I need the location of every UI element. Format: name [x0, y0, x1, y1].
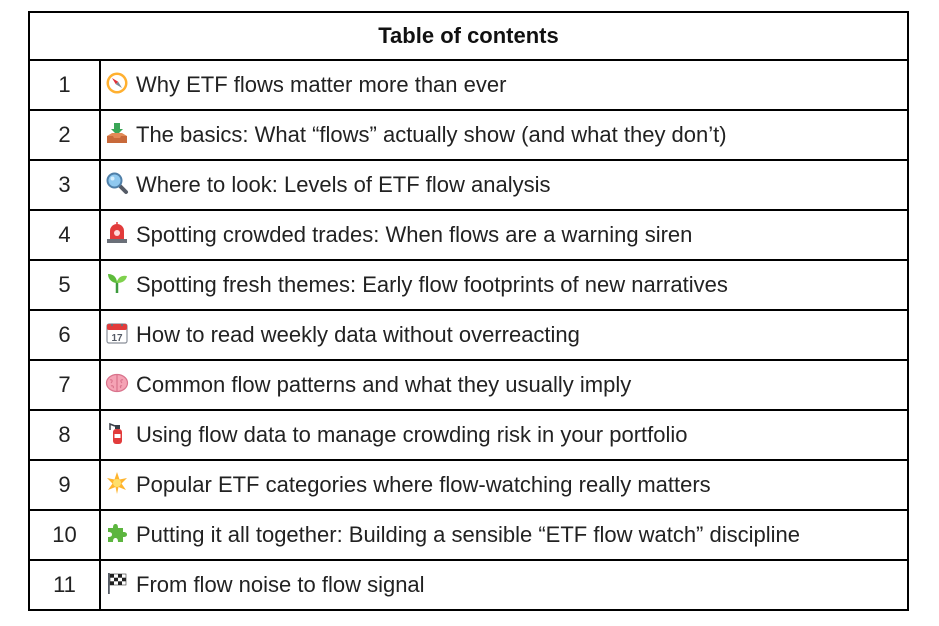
- table-row: 1 Why ETF flows matter more than ever: [28, 59, 909, 111]
- row-title: Popular ETF categories where flow-watchi…: [136, 472, 711, 498]
- brain-icon: [105, 371, 129, 395]
- row-title-cell: From flow noise to flow signal: [99, 559, 909, 611]
- table-title: Table of contents: [28, 11, 909, 61]
- table-row: 2 The basics: What “flows” actually show…: [28, 109, 909, 161]
- inbox-tray-icon: [105, 121, 129, 145]
- calendar-icon: 17: [105, 321, 129, 345]
- glowing-star-icon: [105, 471, 129, 495]
- table-header-row: Table of contents: [28, 11, 909, 61]
- row-title-cell: Spotting fresh themes: Early flow footpr…: [99, 259, 909, 311]
- row-number: 6: [28, 309, 101, 361]
- row-number: 7: [28, 359, 101, 411]
- puzzle-piece-icon: [105, 521, 129, 545]
- compass-icon: [105, 71, 129, 95]
- fire-extinguisher-icon: [105, 421, 129, 445]
- seedling-icon: [105, 271, 129, 295]
- row-title: The basics: What “flows” actually show (…: [136, 122, 727, 148]
- row-title-cell: Putting it all together: Building a sens…: [99, 509, 909, 561]
- row-title-cell: Using flow data to manage crowding risk …: [99, 409, 909, 461]
- row-title: Why ETF flows matter more than ever: [136, 72, 507, 98]
- row-title: Putting it all together: Building a sens…: [136, 522, 800, 548]
- table-of-contents: Table of contents 1 Why ETF flows matter…: [28, 11, 909, 611]
- row-number: 3: [28, 159, 101, 211]
- row-title-cell: 17 How to read weekly data without overr…: [99, 309, 909, 361]
- row-title: Spotting crowded trades: When flows are …: [136, 222, 693, 248]
- table-row: 10 Putting it all together: Building a s…: [28, 509, 909, 561]
- calendar-day: 17: [111, 333, 123, 344]
- row-title-cell: Popular ETF categories where flow-watchi…: [99, 459, 909, 511]
- row-number: 5: [28, 259, 101, 311]
- checkered-flag-icon: [105, 571, 129, 595]
- table-row: 6 17 How to read weekly data without ove…: [28, 309, 909, 361]
- row-title-cell: Spotting crowded trades: When flows are …: [99, 209, 909, 261]
- row-title: Spotting fresh themes: Early flow footpr…: [136, 272, 728, 298]
- row-number: 8: [28, 409, 101, 461]
- table-row: 4 Spotting crowded trades: When flows ar…: [28, 209, 909, 261]
- row-title-cell: Where to look: Levels of ETF flow analys…: [99, 159, 909, 211]
- magnifying-glass-icon: [105, 171, 129, 195]
- row-number: 1: [28, 59, 101, 111]
- row-number: 4: [28, 209, 101, 261]
- row-number: 11: [28, 559, 101, 611]
- row-title-cell: Common flow patterns and what they usual…: [99, 359, 909, 411]
- table-row: 11 From flow noise to flow signal: [28, 559, 909, 611]
- police-siren-icon: [105, 221, 129, 245]
- table-row: 7 Common flow patterns and what they usu…: [28, 359, 909, 411]
- table-row: 5 Spotting fresh themes: Early flow foot…: [28, 259, 909, 311]
- table-row: 9 Popular ETF categories where flow-watc…: [28, 459, 909, 511]
- row-title-cell: The basics: What “flows” actually show (…: [99, 109, 909, 161]
- row-title: How to read weekly data without overreac…: [136, 322, 580, 348]
- row-number: 9: [28, 459, 101, 511]
- row-title: From flow noise to flow signal: [136, 572, 425, 598]
- table-row: 3 Where to look: Levels of ETF flow anal…: [28, 159, 909, 211]
- row-title: Common flow patterns and what they usual…: [136, 372, 632, 398]
- table-row: 8 Using flow data to manage crowding ris…: [28, 409, 909, 461]
- row-title: Where to look: Levels of ETF flow analys…: [136, 172, 551, 198]
- row-number: 10: [28, 509, 101, 561]
- row-title-cell: Why ETF flows matter more than ever: [99, 59, 909, 111]
- row-number: 2: [28, 109, 101, 161]
- row-title: Using flow data to manage crowding risk …: [136, 422, 688, 448]
